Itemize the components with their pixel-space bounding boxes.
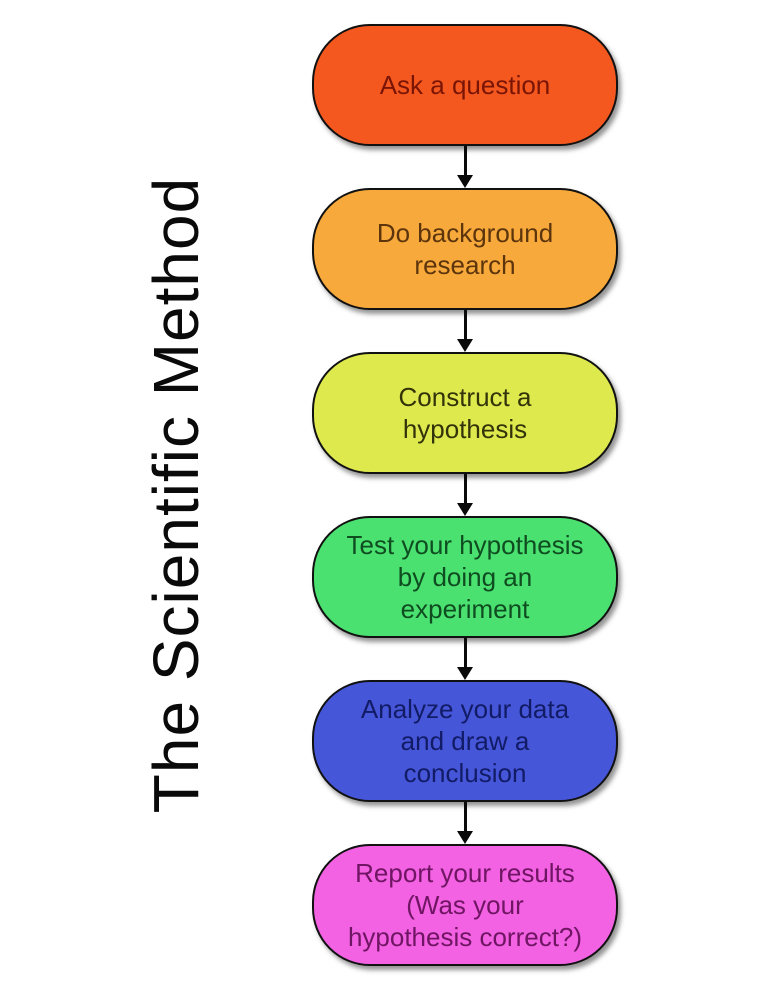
down-arrow-icon: [312, 474, 618, 516]
arrow-head: [457, 503, 473, 516]
arrow-head: [457, 667, 473, 680]
diagram-title: The Scientific Method: [140, 176, 212, 814]
down-arrow-icon: [312, 146, 618, 188]
arrow-shaft: [463, 474, 467, 503]
arrow-head: [457, 339, 473, 352]
arrow-head: [457, 175, 473, 188]
arrow-shaft: [463, 310, 467, 339]
down-arrow-icon: [312, 802, 618, 844]
arrow-shaft: [463, 802, 467, 831]
arrow-shaft: [463, 146, 467, 175]
down-arrow-icon: [312, 310, 618, 352]
flowchart-step: Ask a question: [312, 24, 618, 146]
arrow-shaft: [463, 638, 467, 667]
down-arrow-icon: [312, 638, 618, 680]
arrow-head: [457, 831, 473, 844]
